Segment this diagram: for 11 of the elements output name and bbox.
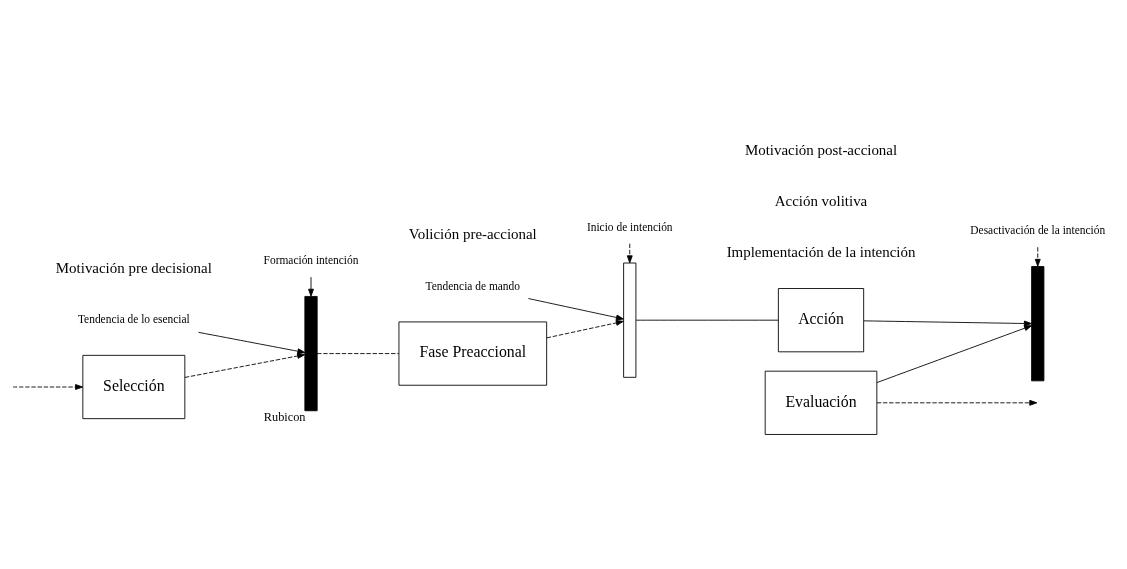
label: Motivación pre decisional: [55, 259, 212, 276]
node-text: Desactivación de la intención: [970, 223, 1106, 236]
node-text: Tendencia de mando: [425, 279, 520, 292]
node-label: Rubicon: [263, 409, 306, 424]
node-text: Formación intención: [263, 253, 359, 266]
label: Motivación post-accional: [744, 141, 898, 158]
label: Volición pre-accional: [408, 225, 537, 242]
node-text: Inicio de intención: [586, 220, 673, 233]
label: Implementación de la intención: [726, 243, 916, 260]
label: Acción volitiva: [774, 192, 868, 209]
node-text: Tendencia de lo esencial: [77, 312, 190, 325]
